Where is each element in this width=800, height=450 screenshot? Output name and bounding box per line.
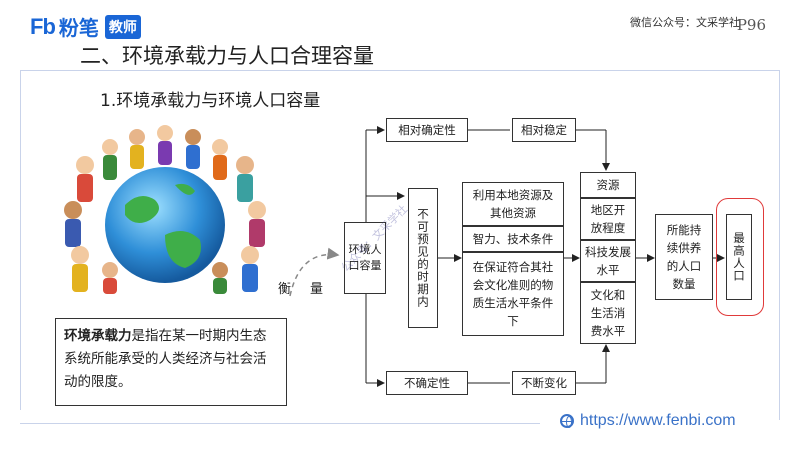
frame-right-line <box>779 70 780 420</box>
frame-top-line <box>20 70 780 71</box>
wechat-account: 微信公众号：文采学社 <box>630 16 740 29</box>
page-title: 二、环境承载力与人口合理容量 <box>80 44 374 68</box>
relative-stability-box: 相对稳定 <box>512 118 576 142</box>
frame-left-line <box>20 70 21 410</box>
footer-url-text: https://www.fenbi.com <box>580 412 736 429</box>
uncertainty-box: 不确定性 <box>386 371 468 395</box>
sustainable-population-box: 所能持续供养的人口数量 <box>655 214 713 300</box>
constant-change-box: 不断变化 <box>512 371 576 395</box>
env-capacity-box: 环境人口容量 <box>344 222 386 294</box>
unpredictable-period-box: 不可预见的时期内 <box>408 188 438 328</box>
frame-bottom-line <box>20 423 540 424</box>
resource-technology: 科技发展水平 <box>580 240 636 282</box>
factor-living-standard: 在保证符合其社会文化准则的物质生活水平条件下 <box>462 252 564 336</box>
section-subtitle: 1.环境承载力与环境人口容量 <box>100 91 321 111</box>
logo-badge: 教师 <box>104 14 141 39</box>
resource-openness: 地区开放程度 <box>580 198 636 240</box>
balance-char-1: 衡 <box>278 282 292 297</box>
globe-icon <box>560 414 574 428</box>
definition-term: 环境承载力 <box>64 328 132 344</box>
definition-box: 环境承载力是指在某一时期内生态系统所能承受的人类经济与社会活动的限度。 <box>55 318 287 406</box>
logo-text: 粉笔 <box>58 16 99 40</box>
factor-tech-conditions: 智力、技术条件 <box>462 226 564 252</box>
globe-people-illustration <box>64 125 266 294</box>
factor-local-resources: 利用本地资源及其他资源 <box>462 182 564 226</box>
footer-url[interactable]: https://www.fenbi.com <box>560 412 736 430</box>
balance-char-2: 量 <box>310 282 324 297</box>
max-population-box: 最高人口 <box>726 214 752 300</box>
resource-item: 资源 <box>580 172 636 198</box>
brand-logo: Fb 粉笔 教师 <box>30 12 141 41</box>
logo-letters: Fb <box>30 13 56 39</box>
relative-certainty-box: 相对确定性 <box>386 118 468 142</box>
page-number: P96 <box>736 16 766 34</box>
resource-culture: 文化和生活消费水平 <box>580 282 636 344</box>
highlight-ring <box>716 198 764 316</box>
definition-text: 是指在某一时期内生态系统所能承受的人类经济与社会活动的限度。 <box>64 328 267 390</box>
